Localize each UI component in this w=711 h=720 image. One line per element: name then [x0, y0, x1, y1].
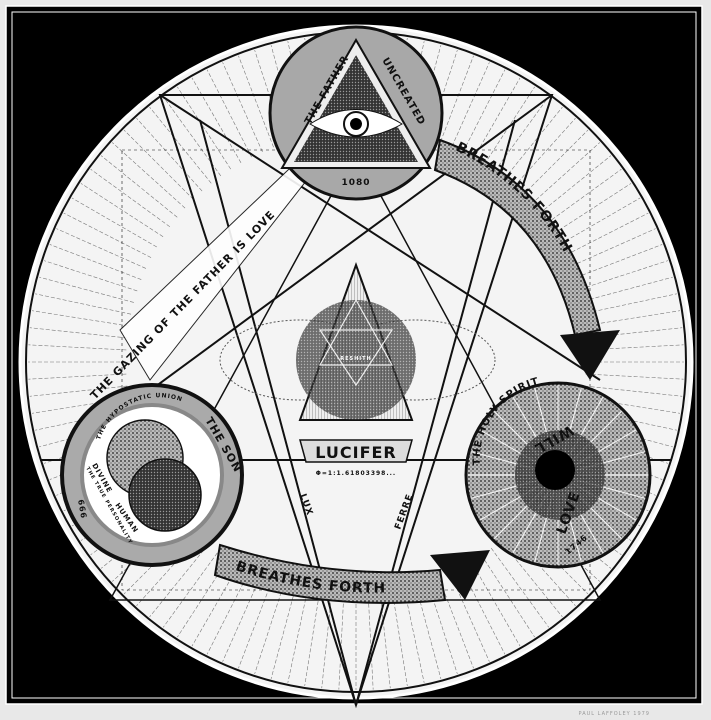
- ray-line: [509, 118, 576, 192]
- ray-line: [287, 586, 309, 683]
- ray-line: [584, 327, 683, 339]
- ray-line: [438, 55, 474, 148]
- breathes-forth-top-band: [433, 138, 602, 337]
- ray-line: [403, 586, 425, 683]
- ray-line: [49, 244, 142, 280]
- ray-line: [39, 276, 134, 303]
- son-number: 666: [76, 499, 88, 520]
- ray-line: [149, 540, 212, 618]
- ray-line: [206, 69, 252, 158]
- ray-line: [583, 397, 681, 414]
- ray-line: [71, 197, 157, 248]
- ray-line: [490, 96, 550, 177]
- ray-line: [481, 554, 535, 638]
- ray-line: [583, 310, 681, 327]
- ray-line: [28, 373, 127, 380]
- core-label: RESHITH: [340, 356, 372, 362]
- ray-line: [177, 86, 231, 170]
- ray-line: [391, 589, 408, 687]
- ray-line: [500, 106, 563, 184]
- ray-line: [379, 590, 391, 689]
- ray-line: [584, 385, 683, 397]
- ray-line: [367, 591, 374, 690]
- ray-line: [541, 168, 622, 228]
- lucifer-label: LUCIFER: [315, 443, 397, 462]
- ray-line: [460, 69, 506, 158]
- arrowhead-bottom: [430, 550, 490, 600]
- ray-line: [570, 244, 663, 280]
- ray-line: [149, 106, 212, 184]
- ray-line: [321, 590, 333, 689]
- ray-line: [31, 310, 129, 327]
- ray-line: [254, 49, 286, 144]
- ray-line: [580, 293, 677, 315]
- ray-line: [270, 584, 297, 679]
- ray-line: [206, 566, 252, 655]
- ray-line: [29, 327, 128, 339]
- ray-line: [585, 373, 684, 380]
- ray-line: [338, 591, 345, 690]
- ray-line: [90, 168, 171, 228]
- ray-line: [509, 532, 576, 606]
- ray-line: [238, 576, 274, 669]
- ray-line: [222, 571, 263, 662]
- ray-line: [534, 155, 612, 218]
- ray-line: [555, 197, 641, 248]
- ray-line: [585, 344, 684, 351]
- ray-line: [80, 183, 164, 237]
- ray-line: [191, 77, 242, 163]
- ray-line: [449, 62, 490, 153]
- phi-label: Φ=1:1.61803398...: [316, 470, 396, 477]
- ray-line: [470, 561, 521, 647]
- ray-line: [56, 228, 147, 269]
- ray-line: [136, 532, 203, 606]
- ray-line: [304, 589, 321, 687]
- ray-line: [112, 142, 186, 209]
- ray-line: [460, 566, 506, 655]
- ray-line: [438, 576, 474, 669]
- arrowhead-top: [560, 330, 620, 380]
- ray-line: [238, 55, 274, 148]
- ray-line: [63, 212, 152, 258]
- ray-line: [162, 96, 222, 177]
- ray-line: [490, 547, 550, 628]
- ray-line: [28, 344, 127, 351]
- ray-line: [31, 397, 129, 414]
- ray-line: [518, 129, 589, 200]
- ray-line: [123, 129, 194, 200]
- son-circle: THE HYPOSTATIC UNION THE SON DIVINE HUMA…: [60, 383, 244, 567]
- ray-line: [100, 155, 178, 218]
- ray-line: [29, 385, 128, 397]
- lucifer-band: [299, 439, 413, 463]
- ray-line: [43, 260, 138, 292]
- father-circle: THE FATHER UNCREATED 1080: [268, 25, 444, 201]
- ray-line: [560, 212, 649, 258]
- ray-line: [136, 118, 203, 192]
- ray-line: [222, 62, 263, 153]
- ray-line: [254, 580, 286, 675]
- artist-signature: PAUL LAFFOLEY 1979: [579, 711, 650, 717]
- father-number: 1080: [341, 178, 370, 188]
- ray-line: [470, 77, 521, 163]
- ray-line: [162, 547, 222, 628]
- ray-line: [415, 584, 442, 679]
- ray-line: [177, 554, 231, 638]
- ray-line: [426, 580, 458, 675]
- center-hexagram: RESHITH: [296, 262, 416, 421]
- breathes-forth-bottom-band: [213, 543, 447, 604]
- ray-line: [574, 260, 669, 292]
- ray-line: [565, 228, 656, 269]
- ray-line: [426, 49, 458, 144]
- ray-line: [500, 540, 563, 618]
- ray-line: [526, 142, 600, 209]
- ray-line: [449, 571, 490, 662]
- ray-line: [191, 561, 242, 647]
- ray-line: [35, 293, 132, 315]
- ray-line: [578, 276, 673, 303]
